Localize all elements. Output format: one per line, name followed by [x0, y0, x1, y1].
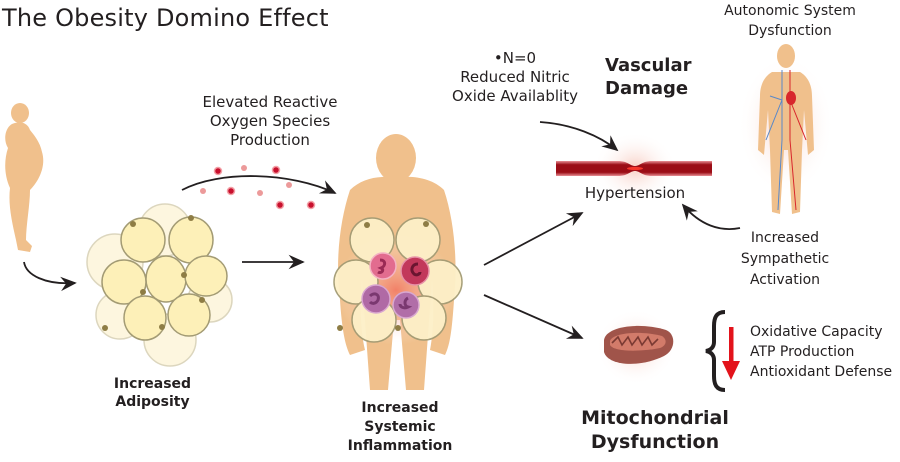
sympathetic-line: Increased — [750, 230, 820, 246]
immune-cells-icon — [361, 252, 430, 319]
nitric-oxide-line: Reduced Nitric — [460, 68, 570, 86]
arrow-to-mitochondria — [483, 294, 584, 339]
mito-effect-item: Oxidative Capacity — [750, 324, 883, 340]
hypertension-label: Hypertension — [584, 184, 686, 202]
arrow-woman-to-adiposity — [23, 261, 77, 292]
mito-line: Dysfunction — [590, 431, 720, 453]
decrease-arrow-icon — [722, 327, 740, 380]
sympathetic-line: Sympathetic — [740, 251, 830, 267]
brace-icon — [705, 310, 726, 392]
obese-woman-icon — [5, 103, 44, 252]
vascular-damage-line: Vascular — [605, 55, 692, 76]
ros-label-line: Elevated Reactive — [202, 93, 338, 111]
nitric-oxide-formula: •N=0 — [493, 49, 537, 67]
vascular-body-icon — [738, 44, 834, 214]
vascular-damage-line: Damage — [605, 78, 689, 99]
mito-effect-item: Antioxidant Defense — [750, 364, 893, 380]
sympathetic-label: Increased Sympathetic Activation — [720, 228, 850, 291]
nitric-oxide-label: •N=0 Reduced Nitric Oxide Availablity — [440, 49, 590, 106]
arrow-no-to-vessel — [539, 121, 619, 152]
inflammation-line: Inflammation — [347, 438, 453, 454]
adipocyte-cluster-icon — [86, 203, 233, 367]
inflammation-line: Increased — [361, 400, 439, 416]
mito-line: Mitochondrial — [581, 407, 729, 429]
mitochondrion-icon — [604, 325, 674, 364]
autonomic-label: Autonomic System Dysfunction — [710, 1, 870, 41]
adiposity-line: Increased — [113, 376, 192, 392]
autonomic-line: Dysfunction — [748, 23, 832, 39]
adiposity-line: Adiposity — [115, 394, 190, 410]
inflammation-label: Increased Systemic Inflammation — [340, 399, 460, 456]
inflamed-adipose-icon — [333, 217, 463, 345]
ros-label: Elevated Reactive Oxygen Species Product… — [170, 93, 370, 150]
autonomic-line: Autonomic System — [724, 3, 856, 19]
arrow-sympathetic-to-hypertension — [681, 203, 741, 230]
vascular-damage-label: Vascular Damage — [605, 54, 705, 100]
diagram-title: The Obesity Domino Effect — [2, 4, 329, 32]
mito-effect-item: ATP Production — [750, 344, 855, 360]
mitochondrial-dysfunction-label: Mitochondrial Dysfunction — [580, 406, 730, 454]
arrow-to-hypertension — [483, 212, 584, 266]
nitric-oxide-line: Oxide Availablity — [452, 87, 578, 105]
ros-particles-icon — [200, 165, 316, 210]
adiposity-label: Increased Adiposity — [95, 375, 210, 411]
inflammation-line: Systemic — [364, 419, 436, 435]
arrow-ros — [181, 175, 337, 194]
mito-effects-list: Oxidative Capacity ATP Production Antiox… — [750, 322, 900, 382]
ros-label-line: Oxygen Species — [209, 112, 331, 130]
sympathetic-line: Activation — [749, 272, 821, 288]
ros-label-line: Production — [230, 131, 310, 149]
